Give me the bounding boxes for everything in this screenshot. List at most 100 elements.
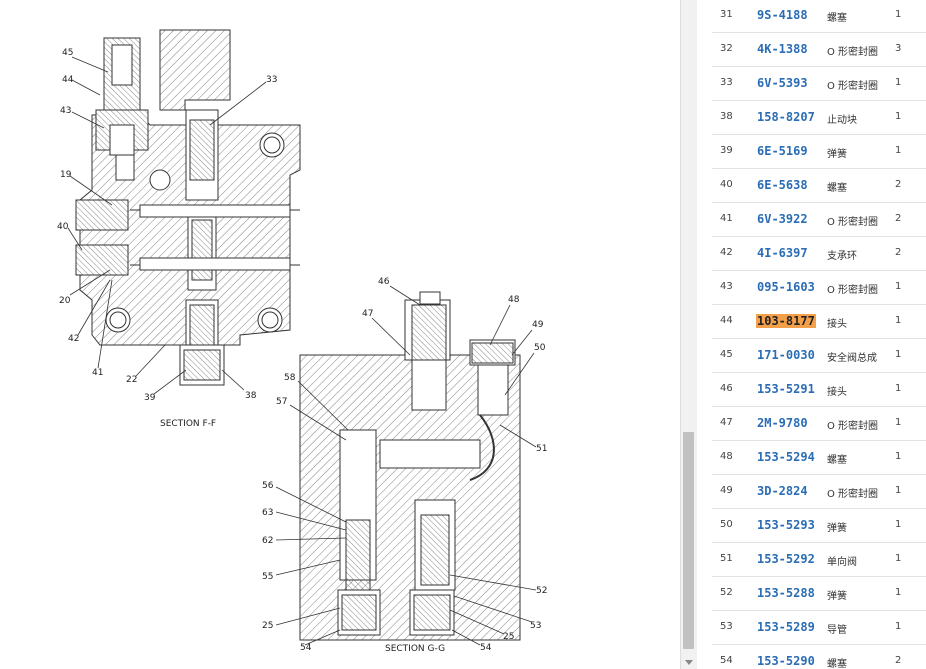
callout: 38 xyxy=(245,391,257,401)
part-number-link[interactable]: 6E-5638 xyxy=(757,178,808,192)
part-number-link[interactable]: 103-8177 xyxy=(756,314,816,328)
item-number: 46 xyxy=(720,383,733,394)
diagram-svg: 45 44 43 33 19 40 20 42 41 22 39 38 46 4… xyxy=(57,29,547,654)
callout: 48 xyxy=(508,295,520,305)
callout: 25 xyxy=(503,632,514,642)
item-number: 53 xyxy=(720,621,733,632)
item-number: 54 xyxy=(720,655,733,666)
diagram-scrollbar[interactable] xyxy=(680,0,697,669)
callout: 62 xyxy=(262,536,273,546)
part-name: 螺塞 xyxy=(827,13,847,24)
section-ff-drawing xyxy=(75,29,301,386)
part-number-link[interactable]: 153-5290 xyxy=(757,654,815,668)
callout: 39 xyxy=(144,393,156,403)
part-quantity: 1 xyxy=(895,145,902,156)
callout-labels: 45 44 43 33 19 40 20 42 41 22 39 38 46 4… xyxy=(57,48,547,653)
part-quantity: 2 xyxy=(895,179,902,190)
item-number: 44 xyxy=(720,315,733,326)
part-number-link[interactable]: 153-5288 xyxy=(757,586,815,600)
item-number: 38 xyxy=(720,111,733,122)
parts-list-row: 53 153-5289 导管 1 xyxy=(712,611,926,645)
section-gg-drawing xyxy=(299,291,521,641)
callout: 43 xyxy=(60,106,71,116)
exploded-parts-diagram: 45 44 43 33 19 40 20 42 41 22 39 38 46 4… xyxy=(57,29,548,654)
section-ff-leaders xyxy=(67,56,267,395)
part-quantity: 1 xyxy=(895,451,902,462)
callout: 49 xyxy=(532,320,544,330)
item-number: 33 xyxy=(720,77,733,88)
part-name: 接头 xyxy=(827,387,847,398)
part-number-link[interactable]: 3D-2824 xyxy=(757,484,808,498)
part-number-link[interactable]: 153-5293 xyxy=(757,518,815,532)
part-name: 安全阀总成 xyxy=(827,353,877,364)
item-number: 51 xyxy=(720,553,733,564)
part-name: O 形密封圈 xyxy=(827,421,879,432)
callout: 42 xyxy=(68,334,79,344)
part-number-link[interactable]: 4I-6397 xyxy=(757,246,808,260)
part-quantity: 1 xyxy=(895,519,902,530)
callout: 63 xyxy=(262,508,273,518)
part-name: 弹簧 xyxy=(827,523,847,534)
callout: 51 xyxy=(536,444,547,454)
section-gg-label: SECTION G-G xyxy=(385,644,445,654)
scrollbar-thumb[interactable] xyxy=(683,432,694,649)
callout: 53 xyxy=(530,621,541,631)
part-name: O 形密封圈 xyxy=(827,81,879,92)
part-quantity: 1 xyxy=(895,553,902,564)
callout: 56 xyxy=(262,481,274,491)
part-number-link[interactable]: 4K-1388 xyxy=(757,42,808,56)
part-number-link[interactable]: 6E-5169 xyxy=(757,144,808,158)
part-name: 导管 xyxy=(827,625,847,636)
part-quantity: 1 xyxy=(895,111,902,122)
part-name: 螺塞 xyxy=(827,183,847,194)
part-number-link[interactable]: 6V-3922 xyxy=(757,212,808,226)
item-number: 43 xyxy=(720,281,733,292)
part-quantity: 1 xyxy=(895,621,902,632)
item-number: 32 xyxy=(720,43,733,54)
part-number-link[interactable]: 153-5291 xyxy=(757,382,815,396)
part-name: 支承环 xyxy=(827,251,857,262)
part-number-link[interactable]: 158-8207 xyxy=(757,110,815,124)
part-number-link[interactable]: 095-1603 xyxy=(757,280,815,294)
part-quantity: 1 xyxy=(895,315,902,326)
callout: 40 xyxy=(57,222,69,232)
parts-list-row: 40 6E-5638 螺塞 2 xyxy=(712,169,926,203)
part-quantity: 3 xyxy=(895,43,902,54)
callout: 44 xyxy=(62,75,74,85)
part-number-link[interactable]: 153-5294 xyxy=(757,450,815,464)
scroll-down-arrow-icon[interactable] xyxy=(685,660,693,665)
callout: 25 xyxy=(262,621,273,631)
part-quantity: 1 xyxy=(895,9,902,20)
part-quantity: 2 xyxy=(895,655,902,666)
item-number: 45 xyxy=(720,349,733,360)
callout: 47 xyxy=(362,309,373,319)
callout: 22 xyxy=(126,375,137,385)
item-number: 41 xyxy=(720,213,733,224)
item-number: 31 xyxy=(720,9,733,20)
part-number-link[interactable]: 171-0030 xyxy=(757,348,815,362)
item-number: 49 xyxy=(720,485,733,496)
part-name: O 形密封圈 xyxy=(827,47,879,58)
item-number: 42 xyxy=(720,247,733,258)
item-number: 40 xyxy=(720,179,733,190)
callout: 58 xyxy=(284,373,296,383)
part-number-link[interactable]: 9S-4188 xyxy=(757,8,808,22)
callout: 54 xyxy=(300,643,312,653)
part-number-link[interactable]: 2M-9780 xyxy=(757,416,808,430)
part-number-link[interactable]: 153-5292 xyxy=(757,552,815,566)
part-number-link[interactable]: 6V-5393 xyxy=(757,76,808,90)
callout: 54 xyxy=(480,643,492,653)
part-name: 弹簧 xyxy=(827,149,847,160)
part-number-link[interactable]: 153-5289 xyxy=(757,620,815,634)
